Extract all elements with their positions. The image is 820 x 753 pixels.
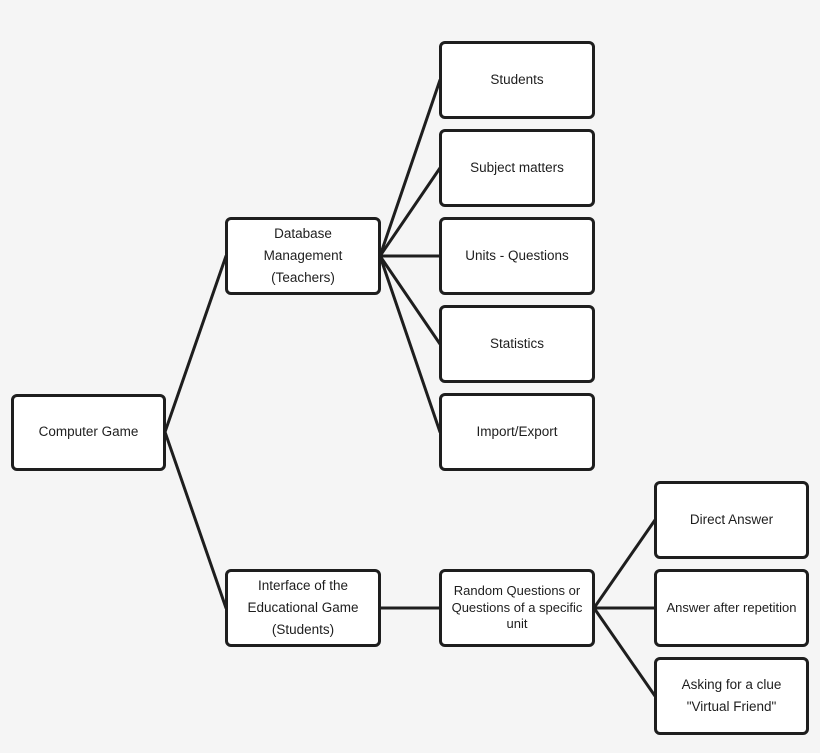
node-interface-educational-game: Interface of the Educational Game (Stude… xyxy=(225,569,381,647)
connector-root-to-database xyxy=(163,254,228,434)
node-answer-after-repetition: Answer after repetition xyxy=(654,569,809,647)
node-computer-game: Computer Game xyxy=(11,394,166,471)
node-subject-matters: Subject matters xyxy=(439,129,595,207)
connector-random-to-clue xyxy=(592,606,657,698)
connector-root-to-interface xyxy=(163,430,228,610)
connector-random-to-direct-answer xyxy=(592,518,657,610)
connector-database-to-students xyxy=(378,78,442,258)
connector-database-to-import-export xyxy=(378,254,442,434)
node-units-questions: Units - Questions xyxy=(439,217,595,295)
connector-database-to-subject-matters xyxy=(378,166,442,258)
node-asking-for-clue: Asking for a clue "Virtual Friend" xyxy=(654,657,809,735)
node-import-export: Import/Export xyxy=(439,393,595,471)
connector-lines xyxy=(163,78,657,698)
node-students: Students xyxy=(439,41,595,119)
node-statistics: Statistics xyxy=(439,305,595,383)
connector-database-to-statistics xyxy=(378,254,442,346)
node-database-management: Database Management (Teachers) xyxy=(225,217,381,295)
node-direct-answer: Direct Answer xyxy=(654,481,809,559)
node-random-questions: Random Questions or Questions of a speci… xyxy=(439,569,595,647)
